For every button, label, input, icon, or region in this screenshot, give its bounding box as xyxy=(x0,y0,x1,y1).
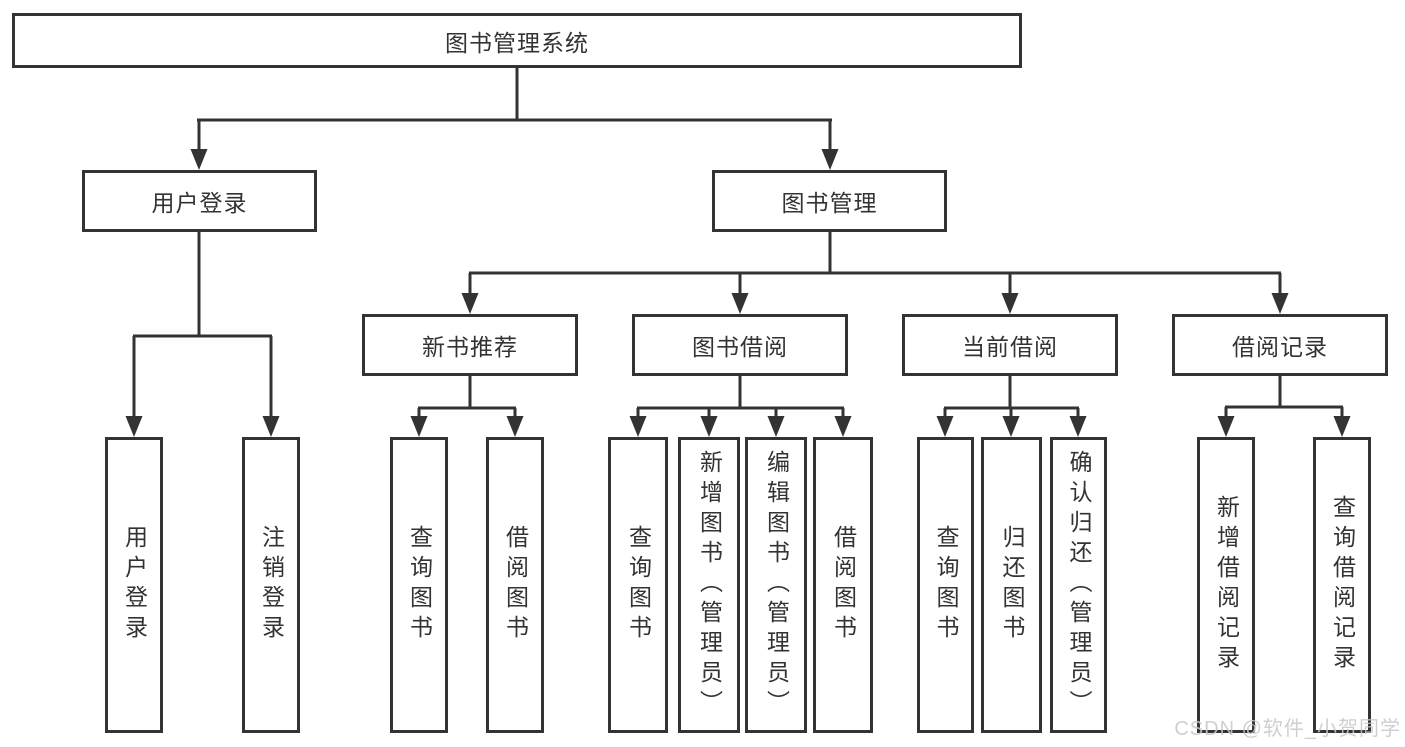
leaf-user-login: 用户登录 xyxy=(105,437,163,733)
node-new-book-recommend: 新书推荐 xyxy=(362,314,578,376)
node-current-borrow: 当前借阅 xyxy=(902,314,1118,376)
leaf-borrow-books-1: 借阅图书 xyxy=(486,437,544,733)
leaf-confirm-return-admin: 确认归还（管理员） xyxy=(1050,437,1107,733)
leaf-label: 借阅图书 xyxy=(502,525,529,645)
leaf-logout: 注销登录 xyxy=(242,437,300,733)
leaf-label: 新增借阅记录 xyxy=(1213,495,1240,675)
leaf-query-books-2: 查询图书 xyxy=(608,437,668,733)
leaf-label: 查询图书 xyxy=(406,525,433,645)
leaf-label: 注销登录 xyxy=(258,525,285,645)
node-book-borrow: 图书借阅 xyxy=(632,314,848,376)
leaf-edit-books-admin: 编辑图书（管理员） xyxy=(745,437,807,733)
leaf-query-books-3: 查询图书 xyxy=(917,437,974,733)
leaf-label: 查询图书 xyxy=(625,525,652,645)
leaf-label: 确认归还（管理员） xyxy=(1066,450,1092,720)
leaf-label: 查询图书 xyxy=(933,525,959,645)
leaf-return-books: 归还图书 xyxy=(981,437,1042,733)
leaf-label: 用户登录 xyxy=(121,525,148,645)
leaf-label: 归还图书 xyxy=(999,525,1025,645)
node-user-login: 用户登录 xyxy=(82,170,317,232)
csdn-watermark: CSDN @软件_小贺同学 xyxy=(1174,718,1401,740)
leaf-borrow-books-2: 借阅图书 xyxy=(813,437,873,733)
leaf-add-borrow-record: 新增借阅记录 xyxy=(1197,437,1255,733)
leaf-query-borrow-record: 查询借阅记录 xyxy=(1313,437,1371,733)
leaf-add-books-admin: 新增图书（管理员） xyxy=(678,437,740,733)
arrowheads xyxy=(125,149,1351,437)
node-book-management: 图书管理 xyxy=(712,170,947,232)
leaf-label: 借阅图书 xyxy=(830,525,857,645)
leaf-label: 查询借阅记录 xyxy=(1329,495,1356,675)
node-borrow-records: 借阅记录 xyxy=(1172,314,1388,376)
leaf-label: 新增图书（管理员） xyxy=(696,450,723,720)
leaf-label: 编辑图书（管理员） xyxy=(763,450,790,720)
leaf-query-books-1: 查询图书 xyxy=(390,437,448,733)
node-root: 图书管理系统 xyxy=(12,13,1022,68)
